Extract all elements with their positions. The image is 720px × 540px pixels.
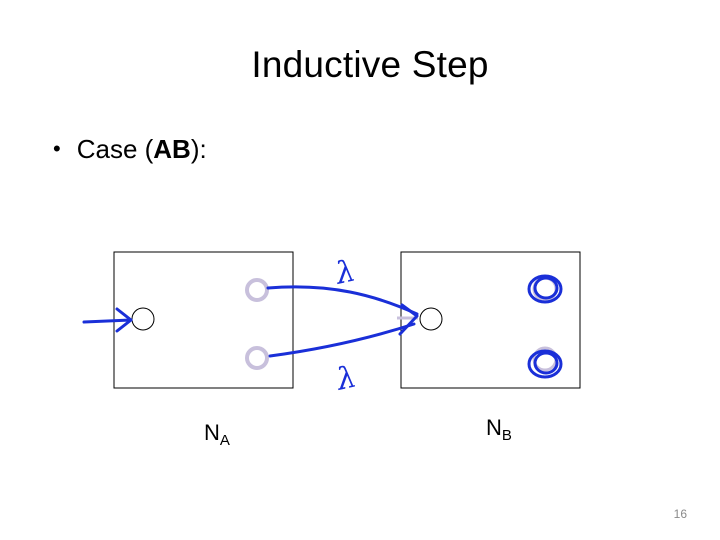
page-title: Inductive Step bbox=[251, 44, 489, 85]
nfa-b-start-state bbox=[419, 307, 443, 331]
nfa-b-box bbox=[400, 251, 581, 389]
nfa-b-accept-state-bottom bbox=[527, 349, 563, 379]
bullet-text-bold: AB bbox=[153, 134, 191, 164]
nfa-a-label: NA bbox=[204, 420, 230, 449]
epsilon-label-bottom: λ bbox=[333, 359, 360, 397]
epsilon-label-top: λ bbox=[332, 253, 359, 291]
epsilon-arrow-top bbox=[266, 285, 419, 316]
epsilon-arrow-bottom bbox=[268, 322, 416, 358]
nfa-a-start-state bbox=[131, 307, 155, 331]
nfa-b-accept-state-bottom-inner bbox=[533, 351, 559, 375]
bullet-text-prefix: Case ( bbox=[76, 134, 154, 164]
nfa-b-accept-state-top-inner bbox=[533, 276, 559, 300]
nfa-a-start-arrowhead bbox=[115, 307, 133, 333]
page-number: 16 bbox=[673, 507, 687, 521]
nfa-a-accept-state-bottom bbox=[245, 346, 269, 370]
bullet-icon: • bbox=[53, 135, 61, 161]
bullet-text-suffix: ): bbox=[190, 134, 207, 164]
bullet-case-ab: • Case (AB): bbox=[53, 134, 207, 165]
nfa-a-start-arrow bbox=[82, 318, 133, 324]
nfa-b-label: NB bbox=[486, 415, 512, 444]
epsilon-arrowhead bbox=[398, 303, 419, 336]
nfa-a-accept-state-top bbox=[245, 278, 269, 302]
nfa-b-accept-state-top bbox=[527, 274, 563, 304]
